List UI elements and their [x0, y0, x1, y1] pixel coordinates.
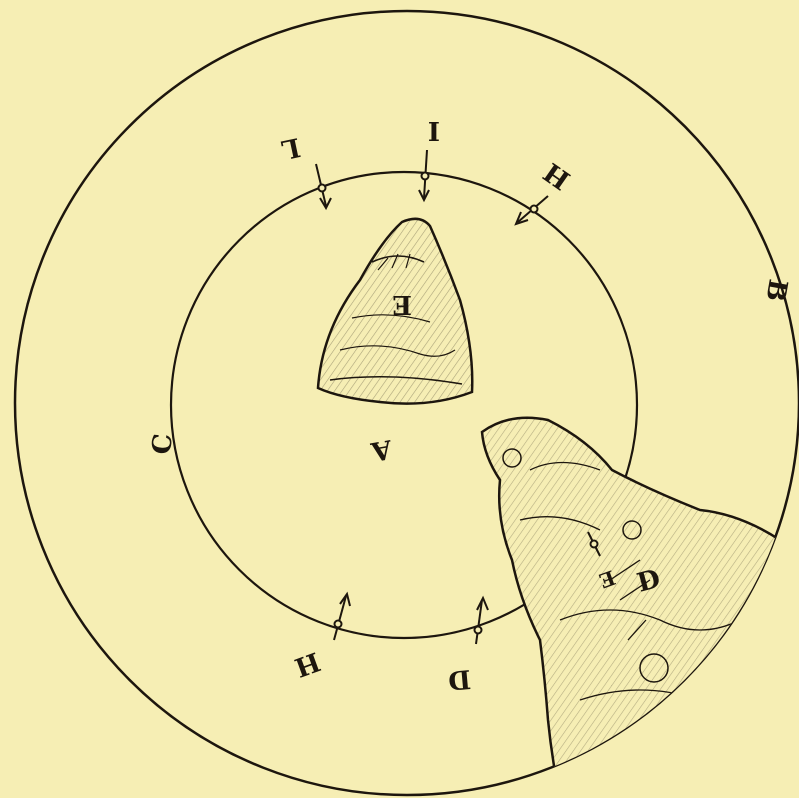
landmass: [482, 418, 799, 798]
arrow-top-left: [316, 164, 331, 208]
label-inner-circle: C: [147, 432, 179, 455]
arrow-bottom-left: [334, 594, 350, 640]
label-arrow-top-left: L: [279, 131, 303, 164]
arrow-top-center: [419, 150, 429, 200]
label-mountain-base: A: [368, 433, 395, 466]
label-arrow-top-right: H: [539, 156, 576, 195]
arrow-bottom-center: [475, 598, 489, 644]
label-arrow-top-center: I: [428, 115, 440, 145]
label-mountain: E: [392, 289, 412, 319]
arrow-top-right: [516, 196, 548, 224]
label-arrow-bottom-left: H: [291, 645, 324, 682]
label-arrow-bottom-center: D: [447, 663, 472, 695]
label-outer-circle: B: [759, 277, 792, 304]
